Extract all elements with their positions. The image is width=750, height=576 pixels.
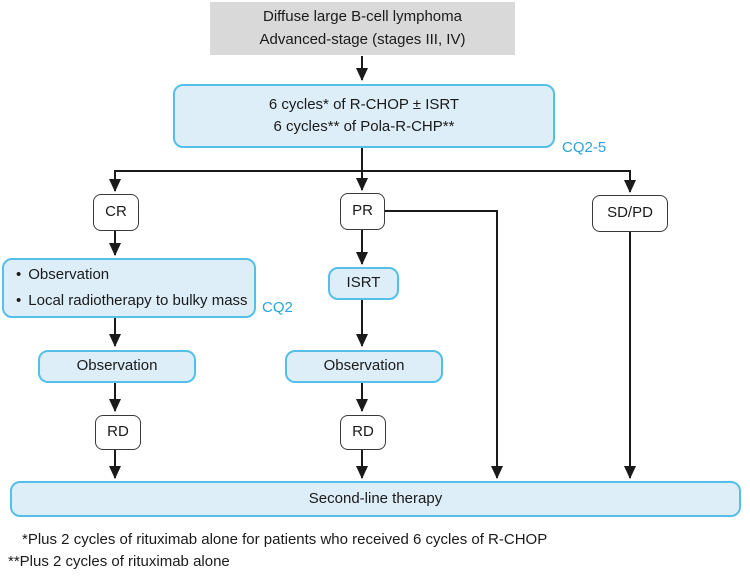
- cr-option-radiotherapy: • Local radiotherapy to bulky mass: [16, 290, 248, 313]
- bullet-icon: •: [16, 265, 22, 283]
- observation-left-box: Observation: [38, 350, 196, 383]
- rd-left-label: RD: [107, 423, 129, 441]
- firstline-treatment-box: 6 cycles* of R-CHOP ± ISRT 6 cycles** of…: [173, 84, 555, 148]
- edge-pr-bypass-to-secondline: [385, 210, 503, 479]
- treatment-line1: 6 cycles* of R-CHOP ± ISRT: [268, 95, 460, 113]
- diagnosis-line2: Advanced-stage (stages III, IV): [259, 30, 466, 48]
- cr-option-observation-label: Observation: [28, 265, 110, 283]
- footnote-2: **Plus 2 cycles of rituximab alone: [8, 553, 230, 570]
- cq2-label: CQ2: [262, 299, 293, 316]
- response-sdpd-label: SD/PD: [607, 204, 653, 222]
- second-line-therapy-label: Second-line therapy: [308, 489, 443, 507]
- footnotes: *Plus 2 cycles of rituximab alone for pa…: [8, 529, 547, 573]
- cr-option-radiotherapy-label: Local radiotherapy to bulky mass: [28, 292, 248, 309]
- bullet-icon: •: [16, 292, 22, 309]
- second-line-therapy-box: Second-line therapy: [10, 481, 741, 517]
- cr-option-observation: • Observation: [16, 264, 109, 287]
- isrt-box: ISRT: [328, 267, 399, 300]
- cr-options-box: • Observation • Local radiotherapy to bu…: [2, 258, 256, 318]
- rd-right-box: RD: [340, 415, 386, 450]
- diagnosis-box: Diffuse large B-cell lymphoma Advanced-s…: [210, 2, 515, 55]
- footnote-1: *Plus 2 cycles of rituximab alone for pa…: [22, 531, 548, 548]
- treatment-line2: 6 cycles** of Pola-R-CHP**: [273, 118, 455, 135]
- observation-right-box: Observation: [285, 350, 443, 383]
- rd-right-label: RD: [352, 423, 374, 441]
- response-cr-label: CR: [105, 203, 127, 221]
- observation-left-label: Observation: [76, 357, 158, 375]
- response-sdpd-box: SD/PD: [592, 195, 668, 232]
- cq2-5-label: CQ2-5: [562, 139, 607, 156]
- response-pr-label: PR: [352, 202, 373, 220]
- response-pr-box: PR: [340, 193, 385, 230]
- diagnosis-line1: Diffuse large B-cell lymphoma: [263, 8, 462, 25]
- isrt-label: ISRT: [346, 274, 381, 292]
- rd-left-box: RD: [95, 415, 141, 450]
- observation-right-label: Observation: [323, 357, 405, 375]
- response-cr-box: CR: [93, 194, 139, 231]
